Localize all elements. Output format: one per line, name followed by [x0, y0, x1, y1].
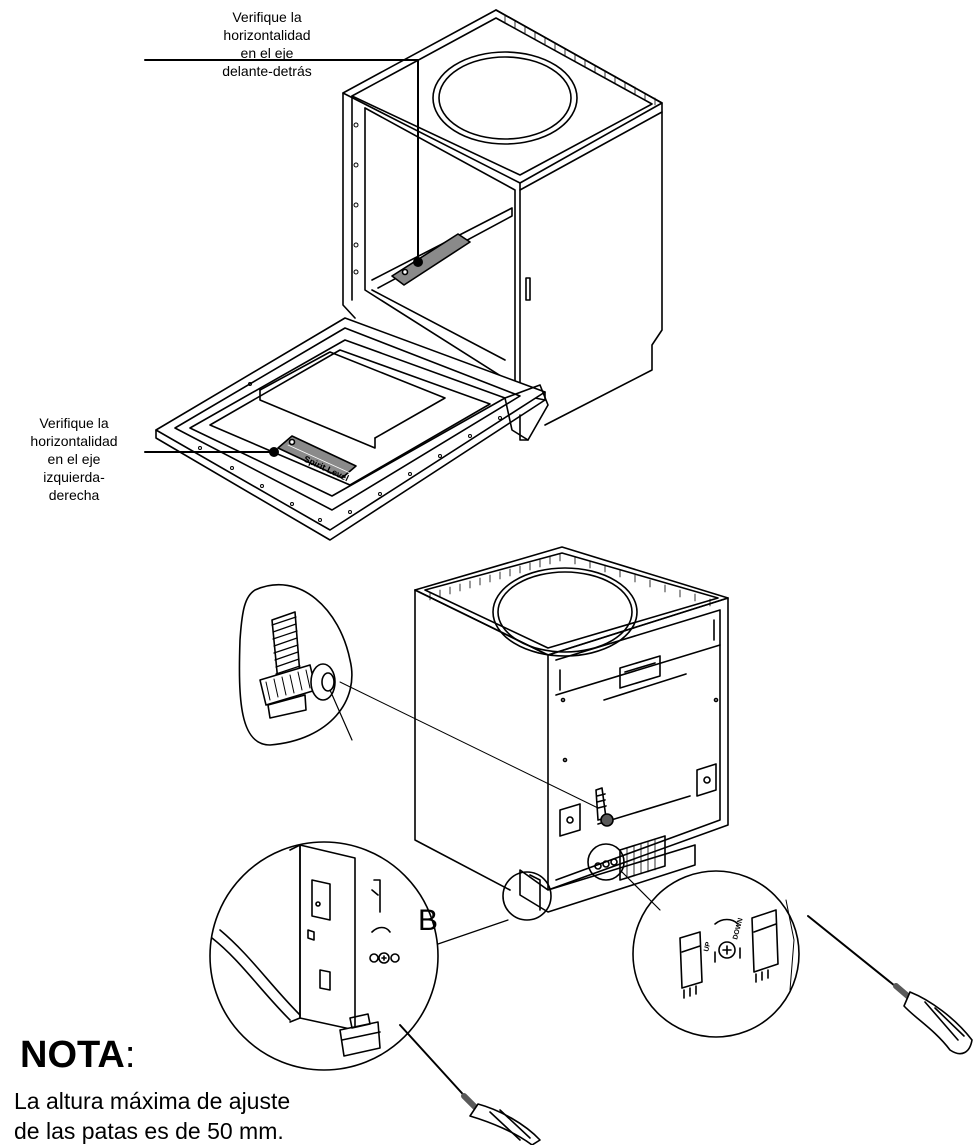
callout-leader-front-back: [144, 59, 419, 263]
callout-left-right-line1: Verifique la: [39, 415, 109, 431]
zoom-circle-b: [209, 841, 552, 1071]
callout-left-right-line5: derecha: [48, 487, 100, 503]
note-title: NOTA:: [20, 1034, 135, 1077]
screwdriver-b: [399, 1024, 541, 1145]
note-body: La altura máxima de ajuste de las patas …: [14, 1086, 354, 1145]
open-dishwasher: Spirit Level: [155, 9, 663, 541]
zoom-label-b: B: [418, 904, 439, 937]
callout-front-back-line2: horizontalidad: [223, 27, 311, 43]
callout-front-back: Verifique la horizontalidad en el eje de…: [192, 8, 342, 80]
screwdriver-right: [807, 915, 973, 1055]
callout-left-right-line3: en el eje: [47, 451, 101, 467]
up-label: UP: [703, 941, 712, 953]
zoom-circle-adjust: [587, 843, 800, 1038]
callout-left-right: Verifique la horizontalidad en el eje iz…: [8, 414, 140, 504]
callout-left-right-line2: horizontalidad: [30, 433, 118, 449]
note-line-2: de las patas es de 50 mm.: [14, 1118, 284, 1144]
callout-left-right-line4: izquierda-: [43, 469, 105, 485]
callout-front-back-line3: en el eje: [240, 45, 294, 61]
zoom-bubble-foot: [238, 584, 599, 809]
note-title-text: NOTA: [20, 1034, 125, 1076]
note-line-1: La altura máxima de ajuste: [14, 1088, 291, 1114]
note-title-colon: :: [124, 1034, 136, 1076]
closed-dishwasher: [414, 546, 729, 913]
callout-front-back-line1: Verifique la: [232, 9, 302, 25]
callout-front-back-line4: delante-detrás: [222, 63, 312, 79]
